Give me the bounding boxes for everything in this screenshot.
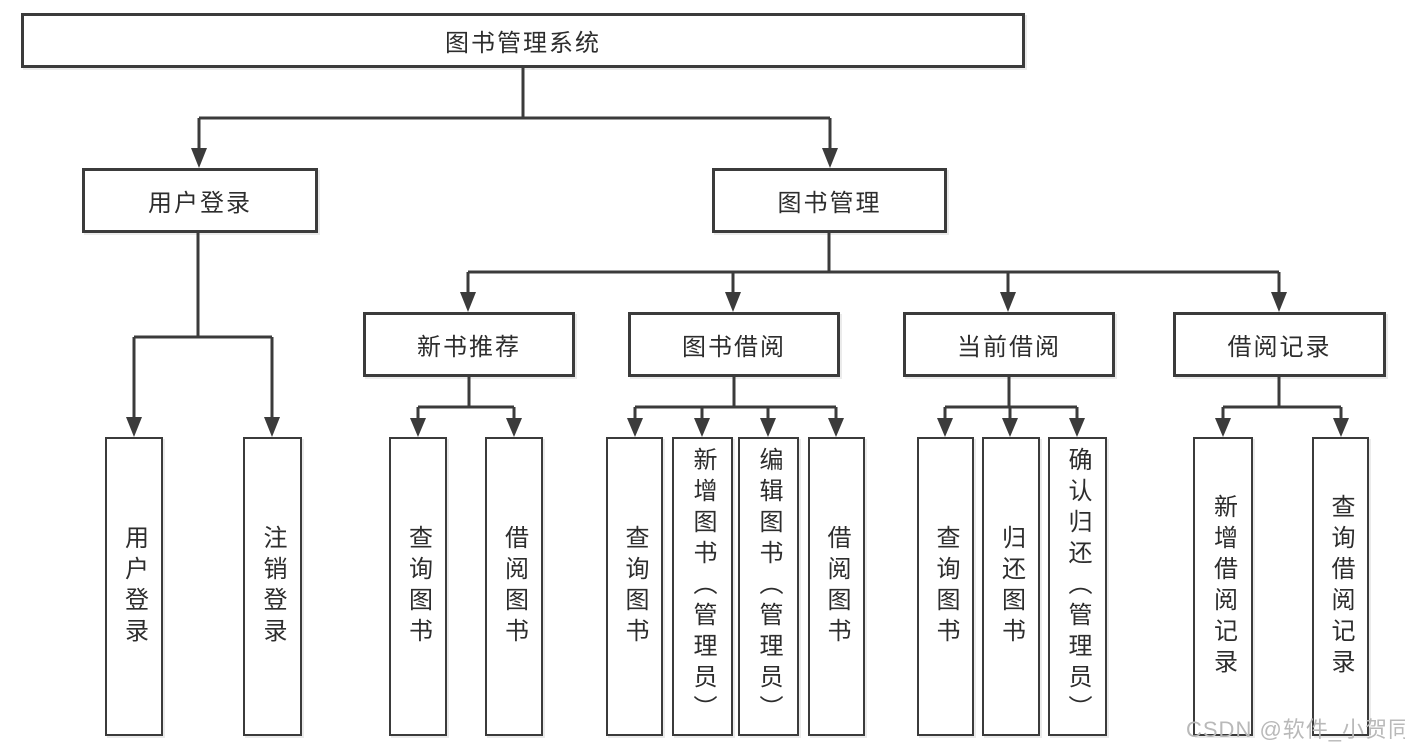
leaf-recommend-borrow-books: 借阅图书	[485, 437, 543, 736]
leaf-borrow-add-books-admin: 新增图书（管理员）	[672, 437, 733, 736]
leaf-borrow-query-books: 查询图书	[606, 437, 663, 736]
node-current-borrow: 当前借阅	[903, 312, 1115, 377]
leaf-current-query-books: 查询图书	[917, 437, 974, 736]
node-book-management: 图书管理	[712, 168, 947, 233]
leaf-current-return-books: 归还图书	[982, 437, 1040, 736]
node-user-login: 用户登录	[82, 168, 318, 233]
leaf-current-confirm-return-admin: 确认归还（管理员）	[1048, 437, 1107, 736]
node-borrow-records: 借阅记录	[1173, 312, 1386, 377]
connector-book-management-to-level3	[460, 233, 1287, 312]
connector-user-login-to-leaves	[126, 233, 280, 437]
connector-borrow-records-to-leaves	[1215, 377, 1349, 437]
leaf-records-query-borrow-record: 查询借阅记录	[1312, 437, 1369, 736]
leaf-records-add-borrow-record: 新增借阅记录	[1193, 437, 1253, 736]
connector-current-borrow-to-leaves	[937, 377, 1085, 437]
node-root: 图书管理系统	[21, 13, 1025, 68]
leaf-borrow-borrow-books: 借阅图书	[808, 437, 865, 736]
leaf-logout: 注销登录	[243, 437, 302, 736]
node-book-borrow: 图书借阅	[628, 312, 840, 377]
connector-new-book-recommend-to-leaves	[410, 377, 522, 437]
node-new-book-recommend: 新书推荐	[363, 312, 575, 377]
watermark-text: CSDN @软件_小贺同学	[1186, 717, 1405, 742]
leaf-recommend-query-books: 查询图书	[389, 437, 447, 736]
leaf-user-login: 用户登录	[105, 437, 163, 736]
connector-root-to-level2	[191, 68, 838, 168]
connector-book-borrow-to-leaves	[627, 377, 844, 437]
leaf-borrow-edit-books-admin: 编辑图书（管理员）	[738, 437, 799, 736]
